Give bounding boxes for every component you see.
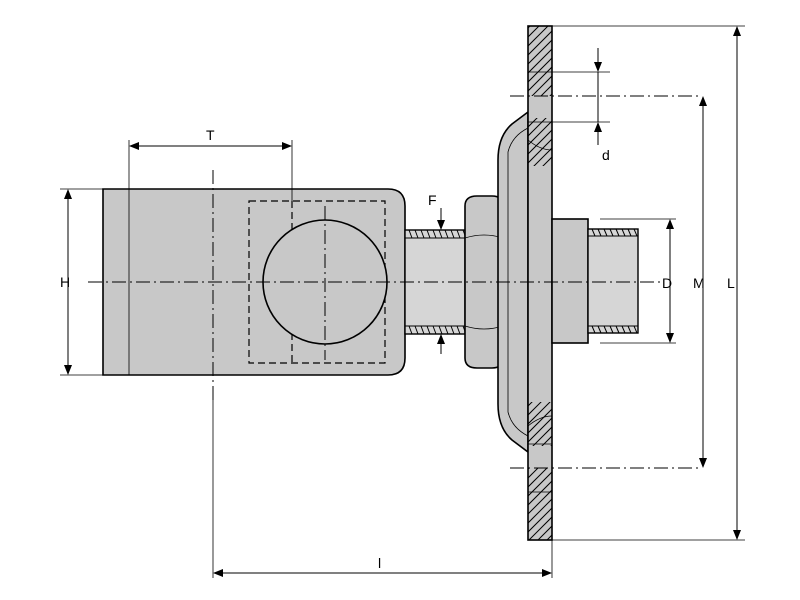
label-H: H: [60, 274, 70, 290]
extension-lines: [60, 25, 745, 578]
label-D: D: [662, 275, 672, 291]
center-lines: [88, 95, 700, 469]
label-T: T: [206, 127, 215, 143]
wall-plate: [527, 25, 553, 541]
flange-boss: [497, 110, 529, 454]
label-L: L: [727, 275, 735, 291]
label-F: F: [428, 192, 437, 208]
rear-stub: [551, 218, 639, 344]
label-M: M: [693, 275, 705, 291]
dimension-labels: T H F d D M L l: [60, 127, 735, 571]
dimension-lines: [64, 26, 741, 577]
label-d: d: [602, 147, 610, 163]
label-l: l: [378, 555, 381, 571]
